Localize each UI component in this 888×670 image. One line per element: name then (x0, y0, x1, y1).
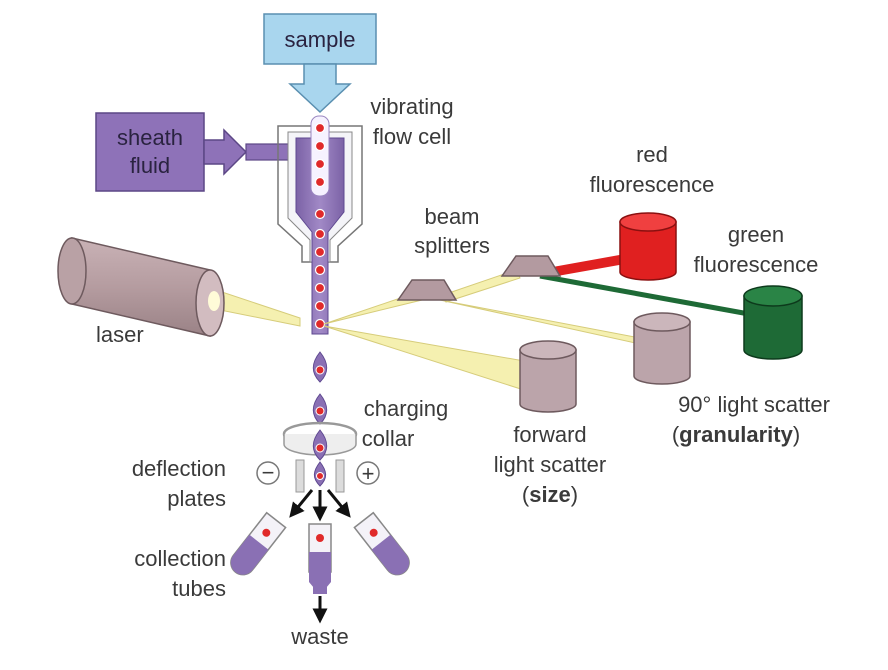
deflection-plates: − + deflection plates (132, 456, 380, 511)
stream-cell (314, 208, 326, 220)
forward-scatter-detector-top (519, 340, 577, 360)
flow-cell-label-line2: flow cell (373, 124, 451, 149)
green-fluorescence-label-line2: fluorescence (694, 252, 819, 277)
stream-cell (314, 228, 326, 240)
deflection-arrows (289, 489, 351, 522)
side-scatter-detector-top (633, 312, 691, 332)
forward-scatter-bold: size (529, 482, 571, 507)
arrow-right (326, 489, 351, 518)
forward-scatter-label-line3: (size) (522, 482, 578, 507)
green-fluorescence-beam (539, 273, 761, 319)
sheath-fluid-arrow (203, 128, 248, 176)
laser: laser (57, 237, 301, 347)
droplet-4-cell (316, 472, 324, 480)
side-scatter-paren-close: ) (793, 422, 800, 447)
beam-splitters: beam splitters (396, 204, 562, 301)
stream-cell (314, 158, 326, 170)
stream-cell (314, 140, 326, 152)
forward-scatter-detector: forward light scatter (size) (494, 340, 607, 507)
flow-cell-housing (277, 125, 363, 263)
side-scatter-detector-body (633, 321, 691, 385)
red-fluorescence-beam (536, 252, 636, 278)
beam-splitter-2 (500, 255, 562, 277)
sample-arrow (288, 63, 352, 114)
sample-box (263, 13, 377, 65)
green-detector-top (743, 285, 803, 307)
side-scatter-label-line2: (granularity) (672, 422, 800, 447)
beam-splitter-1 (396, 279, 458, 301)
sample-input: sample (263, 13, 377, 114)
plus-sign: + (362, 461, 375, 486)
forward-scatter-paren-close: ) (571, 482, 578, 507)
red-fluorescence-label-line1: red (636, 142, 668, 167)
deflection-plate-left (295, 459, 305, 493)
laser-back-end (57, 237, 87, 305)
collection-tube-left (230, 511, 287, 576)
forward-scatter-label-line2: light scatter (494, 452, 607, 477)
stream-cell (314, 246, 326, 258)
collection-tubes-label-line2: tubes (172, 576, 226, 601)
charging-collar-label-line1: charging (364, 396, 448, 421)
deflection-plates-label-line2: plates (167, 486, 226, 511)
deflection-plate-right (335, 459, 345, 493)
charging-collar: charging collar (282, 396, 448, 461)
side-scatter-paren-open: ( (672, 422, 680, 447)
cells-in-stream (314, 122, 326, 330)
green-detector-body (743, 295, 803, 360)
sample-core-tube (310, 115, 330, 197)
sheath-fluid-box (95, 112, 205, 192)
side-scatter-beam (439, 299, 641, 345)
side-scatter-bold: granularity (679, 422, 793, 447)
stream-cell (314, 282, 326, 294)
forward-scatter-beam (323, 325, 531, 393)
sheath-fluid-label-line1: sheath (117, 125, 183, 150)
droplet-2-cell (315, 406, 325, 416)
deflection-plates-label-line1: deflection (132, 456, 226, 481)
flow-cell-label-line1: vibrating (370, 94, 453, 119)
waste-stream (313, 580, 327, 594)
droplet-1-cell (315, 365, 325, 375)
droplet-3-cell (315, 443, 325, 453)
red-fluorescence-detector: red fluorescence (590, 142, 715, 281)
waste-label: waste (290, 624, 348, 649)
sheath-fluid-input: sheath fluid (95, 112, 299, 192)
stream-cell (314, 300, 326, 312)
minus-terminal (256, 461, 280, 485)
collection-tubes-label-line1: collection (134, 546, 226, 571)
forward-scatter-paren-open: ( (522, 482, 530, 507)
charging-collar-label-line2: collar (362, 426, 415, 451)
forward-scatter-label-line1: forward (513, 422, 586, 447)
droplets (312, 351, 328, 425)
sheath-fluid-label-line2: fluid (130, 153, 170, 178)
red-detector-body (619, 221, 677, 281)
sample-label: sample (285, 27, 356, 52)
side-scatter-label-line1: 90° light scatter (678, 392, 830, 417)
forward-scatter-detector-body (519, 349, 577, 413)
stream-cell (314, 176, 326, 188)
green-fluorescence-detector: green fluorescence (694, 222, 819, 360)
red-fluorescence-label-line2: fluorescence (590, 172, 715, 197)
red-detector-top (619, 212, 677, 232)
minus-sign: − (262, 460, 275, 485)
stream-cell (314, 122, 326, 134)
laser-label: laser (96, 322, 144, 347)
collection-tubes: collection tubes waste (134, 511, 410, 649)
laser-glow (208, 291, 220, 311)
collection-tube-right (353, 511, 410, 576)
beam-splitters-label-line1: beam (424, 204, 479, 229)
side-scatter-detector: 90° light scatter (granularity) (633, 312, 830, 447)
plus-terminal (356, 461, 380, 485)
flow-cell (277, 115, 363, 335)
beam-splitters-label-line2: splitters (414, 233, 490, 258)
stream-cell (314, 318, 326, 330)
light-paths (323, 252, 761, 393)
green-fluorescence-label-line1: green (728, 222, 784, 247)
arrow-left (289, 489, 314, 518)
stream-cell (314, 264, 326, 276)
